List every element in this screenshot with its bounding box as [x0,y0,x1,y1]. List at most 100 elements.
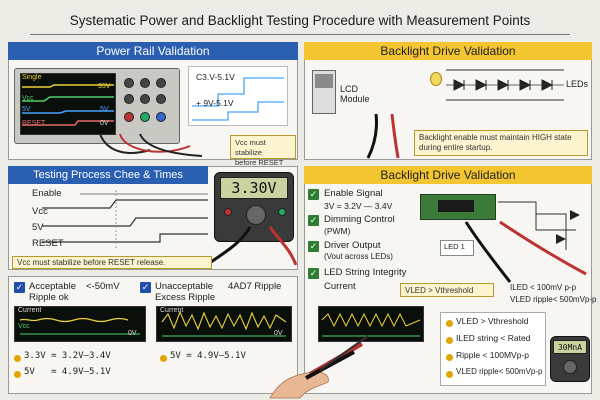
drive-enable-signal: Enable Signal [324,188,383,199]
trace-5v [22,110,114,114]
check-icon: ✓ [308,268,319,279]
multimeter-small-display: 30MnA [553,340,587,354]
driver-board-chip [438,200,474,212]
drive-schematic [498,201,580,250]
drive-output: Driver Output [324,240,381,251]
spec-vled-ripple: VLED ripple< 500mVp-p [456,367,543,376]
spec-bullet-icon [160,355,167,362]
scope-label-single: Single [22,74,42,81]
lcd-module-screen [315,74,333,88]
scope-label-vcc: Vcc [22,95,34,102]
scope-knob[interactable] [140,78,150,88]
scope-knob[interactable] [124,94,134,104]
process-header: Testing Process Chee & Times [8,166,208,184]
drive-dimming: Dimming Control [324,214,395,225]
title-divider [30,34,570,35]
drive-led-integrity: LED String Integrity [324,267,407,278]
spec-bullet-icon [446,320,453,327]
power-inset [188,66,288,126]
drive-scope-trace [321,312,421,337]
drive-spec-list [440,312,546,386]
scope-label-5v: 5V [22,106,31,113]
process-timing-diagram [42,190,208,248]
scope-label-0v: 0V [100,120,109,127]
power-inset-steps [192,77,284,121]
bulb-icon [430,72,442,86]
spec-bullet-icon [446,371,453,378]
scope1-0v: 0V [128,330,137,337]
check-icon: ✓ [308,241,319,252]
spec-3v3: 3.3V = 3.2V—3.4V [24,351,111,361]
oscilloscope-traces [22,84,114,126]
spec-bullet-icon [446,354,453,361]
signal-reset: RESET [32,238,64,249]
scope1-vcc: Vcc [18,323,30,330]
check-icon: ✓ [308,189,319,200]
process-warning: Vcc must stabilize before RESET release. [12,256,212,269]
spec-iled-rated: ILED string < Rated [456,333,531,343]
acceptable-title: Acceptable [29,281,77,292]
inset-line2: + 9V-5.1V [196,98,234,108]
drive-led-current: Current [324,281,356,292]
scope-knob[interactable] [124,112,134,122]
trace-reset [22,120,114,126]
ripple-scope-acceptable [14,306,146,342]
scope-knob[interactable] [140,94,150,104]
leds-label: LEDs [566,79,589,89]
scope1-label: Current [18,307,42,314]
scope-knob[interactable] [156,112,166,122]
drive-header: Backlight Drive Validation [304,166,592,184]
vled-ripple-limit: VLED ripple< 500mVp-p [510,295,597,304]
scope-label-5v-right: 5V [100,106,109,113]
threshold-note: VLED > Vthreshold [400,283,494,297]
unacceptable-extra: 4AD7 Ripple [228,281,282,292]
spec-vled-threshold: VLED > Vthreshold [456,316,529,326]
ripple-trace-acceptable [19,317,140,335]
unacceptable-check-icon: ✓ [140,282,151,293]
power-note: Vcc must stabilize before RESET release [230,135,296,177]
multimeter-small-dial[interactable] [563,360,577,374]
drive-dimming-pwm: (PWM) [324,226,351,236]
led1-label: LED 1 [444,242,465,251]
signal-enable: Enable [32,188,62,199]
multimeter-button[interactable] [278,208,286,216]
scope-knob[interactable] [156,78,166,88]
ripple-trace-unacceptable [161,310,287,337]
scope-knob[interactable] [156,94,166,104]
signal-5v: 5V [32,222,44,233]
scope2-0v: 0V [274,330,283,337]
led1-box [440,240,474,256]
iled-limit: ILED < 100mV p-p [510,283,577,292]
lcd-module-label: LCD Module [340,84,370,104]
spec-ripple: Ripple < 100MVp-p [456,350,530,360]
multimeter-display: 3.30V [220,177,288,199]
acceptable-check-icon: ✓ [14,282,25,293]
acceptable-limit: <-50mV [86,281,120,292]
backlight-header: Backlight Drive Validation [304,42,592,60]
inset-line1: C3.V-5.1V [196,72,235,82]
drive-output-sub: (Vout across LEDs) [324,252,393,261]
scope-knob[interactable] [140,112,150,122]
page-title: Systematic Power and Backlight Testing P… [69,13,531,28]
multimeter-button[interactable] [224,208,232,216]
scope-knob[interactable] [124,78,134,88]
spec-bullet-icon [14,355,21,362]
backlight-note: Backlight enable must maintain HIGH stat… [414,130,588,156]
led-string-schematic [446,69,564,101]
spec-5v-right: 5V = 4.9V—5.1V [170,351,246,361]
spec-bullet-icon [14,371,21,378]
multimeter-dial[interactable] [246,205,266,225]
oscilloscope-controls [122,76,174,134]
backlight-probes [366,113,400,159]
spec-bullet-icon [446,337,453,344]
drive-enable-range: 3V = 3.2V — 3.4V [324,201,393,211]
check-icon: ✓ [308,215,319,226]
probe-cables [99,133,203,157]
scope-label-35v: 35V [98,83,111,90]
multimeter-probes [203,226,298,269]
drive-probes [464,220,587,283]
scope2-label: Current [160,307,184,314]
trace-vcc [22,96,114,102]
spec-5v: 5V = 4.9V—5.1V [24,367,111,377]
unacceptable-title: Unacceptable [155,281,214,292]
